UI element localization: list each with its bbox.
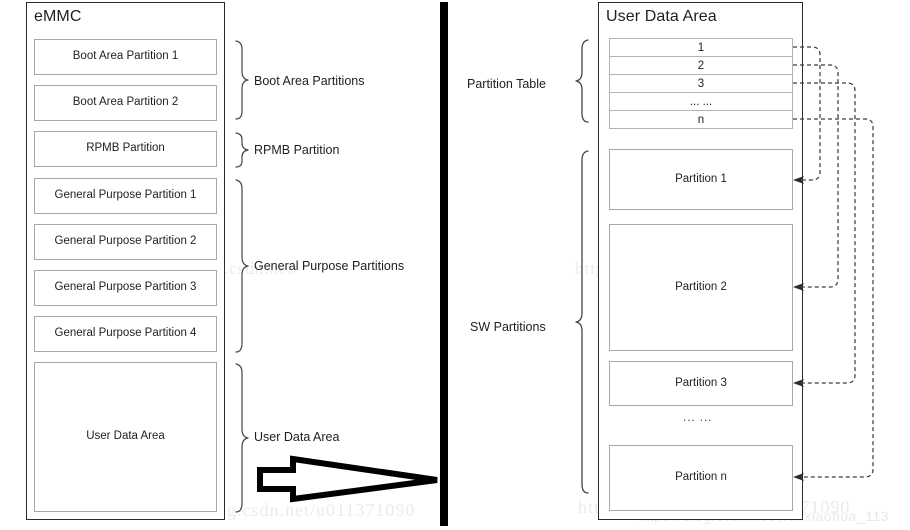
partition-box-rpmb[interactable]: RPMB Partition	[34, 131, 217, 167]
partition-label: General Purpose Partition 2	[54, 235, 197, 248]
partition-table-row-label: 3	[697, 77, 705, 90]
partition-box-boot-2[interactable]: Boot Area Partition 2	[34, 85, 217, 121]
partition-label: General Purpose Partition 3	[54, 281, 197, 294]
partition-label: RPMB Partition	[86, 142, 165, 155]
sw-partition-label: Partition n	[675, 471, 727, 484]
partition-box-gp-2[interactable]: General Purpose Partition 2	[34, 224, 217, 260]
sw-partition-box-n[interactable]: Partition n	[609, 445, 793, 511]
partition-box-user-data-area[interactable]: User Data Area	[34, 362, 217, 512]
sw-partition-box-1[interactable]: Partition 1	[609, 149, 793, 210]
group-label-user-data-area: User Data Area	[254, 430, 340, 444]
sw-partition-label: Partition 3	[675, 376, 727, 389]
partition-table-row[interactable]: 2	[609, 56, 793, 75]
partition-box-gp-1[interactable]: General Purpose Partition 1	[34, 178, 217, 214]
sw-partition-ellipsis: ... ...	[683, 412, 713, 424]
vertical-divider	[440, 2, 448, 526]
partition-table-row[interactable]: 3	[609, 74, 793, 93]
sw-partition-label: Partition 2	[675, 280, 727, 293]
group-label-sw-partitions: SW Partitions	[470, 320, 546, 334]
partition-label: General Purpose Partition 4	[54, 327, 197, 340]
group-label-boot-area-partitions: Boot Area Partitions	[254, 74, 365, 88]
sw-partition-label: Partition 1	[675, 172, 727, 185]
partition-box-gp-4[interactable]: General Purpose Partition 4	[34, 316, 217, 352]
partition-label: General Purpose Partition 1	[54, 189, 197, 202]
partition-label: Boot Area Partition 2	[72, 96, 179, 109]
partition-table-row-label: 2	[697, 59, 705, 72]
emmc-panel-title: eMMC	[34, 8, 82, 25]
sw-partition-box-3[interactable]: Partition 3	[609, 361, 793, 406]
partition-label: User Data Area	[86, 430, 165, 443]
sw-partition-box-2[interactable]: Partition 2	[609, 224, 793, 351]
partition-label: Boot Area Partition 1	[72, 50, 179, 63]
partition-table-row-label: 1	[697, 41, 705, 54]
partition-table-row[interactable]: n	[609, 110, 793, 129]
partition-table-row-label: n	[697, 113, 705, 126]
partition-table-row[interactable]: ... ...	[609, 92, 793, 111]
partition-table-row[interactable]: 1	[609, 38, 793, 57]
group-label-general-purpose-partitions: General Purpose Partitions	[254, 259, 405, 273]
flow-arrow	[257, 455, 438, 503]
group-label-rpmb-partition: RPMB Partition	[254, 143, 340, 157]
partition-box-gp-3[interactable]: General Purpose Partition 3	[34, 270, 217, 306]
partition-box-boot-1[interactable]: Boot Area Partition 1	[34, 39, 217, 75]
group-label-partition-table: Partition Table	[467, 77, 546, 91]
user-data-area-panel-title: User Data Area	[606, 8, 717, 25]
partition-table-row-label: ... ...	[689, 95, 713, 108]
